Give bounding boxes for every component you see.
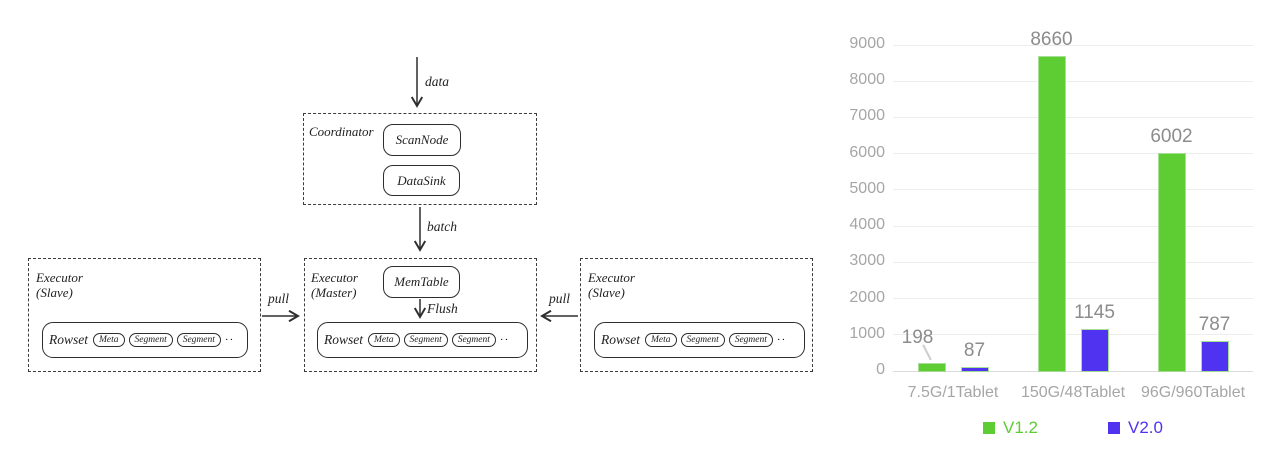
gridline: [893, 80, 1253, 82]
datasink-node: DataSink: [383, 165, 460, 196]
executor-slave-right-box: [580, 258, 813, 372]
legend-item-V1.2[interactable]: V1.2: [983, 418, 1038, 438]
slave-left-rowset-label: Rowset: [49, 332, 88, 347]
value-label: 8660: [1030, 29, 1073, 51]
coordinator-box: [303, 113, 537, 205]
executor-slave-right-title-line2: (Slave): [588, 285, 625, 300]
slave-right-rowset: Rowset Meta Segment Segment ··: [594, 322, 805, 358]
memtable-label: MemTable: [394, 274, 449, 289]
value-label: 198: [901, 326, 934, 348]
slave-right-rowset-ellipsis: ··: [776, 334, 787, 346]
y-tick-label: 6000: [849, 143, 885, 161]
slave-left-rowset: Rowset Meta Segment Segment ··: [42, 322, 248, 358]
executor-slave-left-title: Executor (Slave): [36, 270, 83, 300]
batch-flow-label: batch: [427, 219, 457, 234]
value-label: 1145: [1074, 301, 1115, 323]
slave-left-rowset-chip: Segment: [176, 333, 221, 347]
executor-master-box: [304, 258, 537, 372]
value-label: 87: [963, 339, 986, 361]
architecture-diagram: data batch Flush pull pull Coordinator S…: [28, 57, 813, 460]
y-tick-label: 3000: [849, 252, 885, 270]
executor-slave-right-title-line1: Executor: [588, 270, 635, 285]
y-tick-label: 1000: [849, 324, 885, 342]
gridline: [893, 189, 1253, 191]
x-tick-label: 150G/48Tablet: [1020, 384, 1126, 401]
value-label: 787: [1198, 314, 1231, 336]
pull-right-label: pull: [549, 291, 571, 306]
legend-item-V2.0[interactable]: V2.0: [1108, 418, 1163, 438]
master-rowset-ellipsis: ··: [499, 334, 510, 346]
x-tick-label: 7.5G/1Tablet: [907, 384, 999, 401]
master-rowset-chip: Segment: [451, 333, 496, 347]
plot-area: 198 87 8660 1145 6002 787: [893, 29, 1253, 372]
bar-V2.0: [961, 367, 988, 371]
slave-right-rowset-chip: Meta: [645, 333, 677, 347]
slave-right-rowset-label: Rowset: [601, 332, 640, 347]
bar-V1.2: [1038, 57, 1065, 371]
bar-V1.2: [918, 363, 945, 371]
bar-V2.0: [1081, 329, 1108, 371]
gridline: [893, 225, 1253, 227]
executor-master-title-line2: (Master): [311, 285, 357, 300]
gridline: [893, 334, 1253, 336]
y-axis: 0 1000 2000 3000 4000 5000 6000 7000 8000 9000: [830, 35, 885, 378]
slave-left-rowset-ellipsis: ··: [224, 334, 235, 346]
x-tick-label: 96G/960Tablet: [1140, 384, 1246, 401]
pull-left-label: pull: [268, 291, 290, 306]
value-label: 6002: [1150, 125, 1193, 147]
gridline: [893, 153, 1253, 155]
slave-left-rowset-chip: Meta: [93, 333, 125, 347]
flush-flow-label: Flush: [427, 301, 458, 316]
executor-master-title-line1: Executor: [311, 270, 358, 285]
bar-V2.0: [1201, 342, 1228, 371]
legend-swatch: [1108, 422, 1120, 434]
gridline: [893, 116, 1253, 118]
gridline: [893, 370, 1253, 372]
master-rowset-chip: Segment: [403, 333, 448, 347]
scannode-node: ScanNode: [383, 124, 461, 156]
y-tick-label: 8000: [849, 71, 885, 89]
master-rowset: Rowset Meta Segment Segment ··: [317, 322, 528, 358]
flow-arrows: [262, 57, 578, 460]
executor-slave-left-title-line2: (Slave): [36, 285, 73, 300]
x-axis: 7.5G/1Tablet 150G/48Tablet 96G/960Tablet: [830, 384, 1280, 406]
executor-slave-right-title: Executor (Slave): [588, 270, 635, 300]
datasink-label: DataSink: [397, 172, 446, 188]
executor-slave-left-box: [28, 258, 261, 372]
gridline: [893, 261, 1253, 263]
master-rowset-chip: Meta: [368, 333, 400, 347]
y-tick-label: 4000: [849, 216, 885, 234]
bar-V1.2: [1158, 153, 1185, 371]
executor-slave-left-title-line1: Executor: [36, 270, 83, 285]
gridline: [893, 44, 1253, 46]
slave-right-rowset-chip: Segment: [680, 333, 725, 347]
legend-label: V1.2: [1003, 418, 1038, 437]
y-tick-label: 2000: [849, 288, 885, 306]
legend-label: V2.0: [1128, 418, 1163, 437]
bar-chart: 0 1000 2000 3000 4000 5000 6000 7000 8000 9000 19…: [830, 0, 1280, 460]
slave-left-rowset-chip: Segment: [128, 333, 173, 347]
executor-master-title: Executor (Master): [311, 270, 358, 300]
legend: V1.2 V2.0: [893, 418, 1253, 438]
coordinator-title: Coordinator: [309, 124, 374, 139]
slave-right-rowset-chip: Segment: [728, 333, 773, 347]
scannode-label: ScanNode: [395, 132, 449, 147]
y-tick-label: 5000: [849, 179, 885, 197]
y-tick-label: 9000: [849, 35, 885, 52]
data-flow-label: data: [425, 74, 450, 89]
legend-swatch: [983, 422, 996, 434]
y-tick-label: 0: [876, 361, 885, 378]
y-tick-label: 7000: [849, 107, 885, 125]
master-rowset-label: Rowset: [324, 332, 363, 347]
memtable-node: MemTable: [383, 266, 460, 298]
gridline: [893, 298, 1253, 300]
